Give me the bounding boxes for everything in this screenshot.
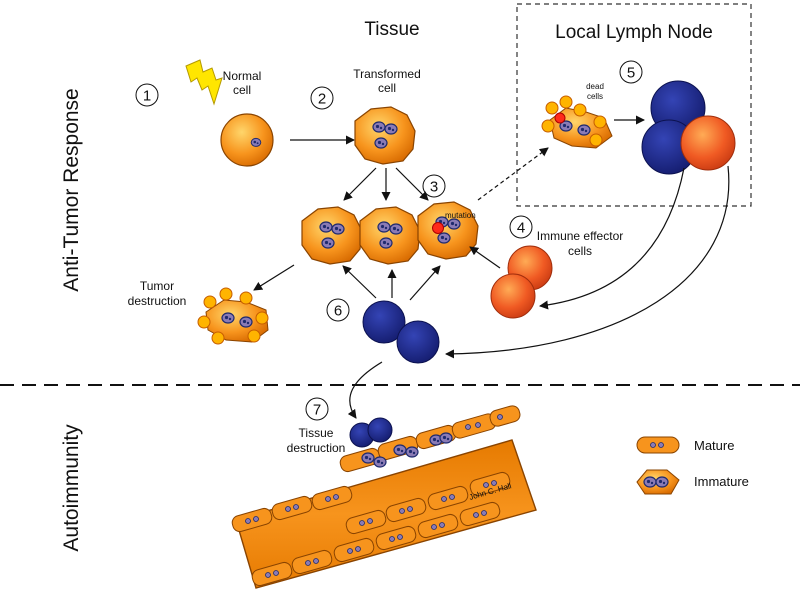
tumor-debris [197, 287, 269, 345]
tissue-vessel [231, 405, 537, 589]
legend-mature-swatch [636, 436, 680, 454]
side-label-anti-tumor: Anti-Tumor Response [60, 88, 83, 291]
arrow-to-cell-right [395, 167, 429, 201]
arrow-t-cells-to-right [409, 265, 441, 301]
side-label-autoimmunity: Autoimmunity [60, 424, 83, 552]
svg-text:2: 2 [318, 91, 326, 108]
arrow-effector-to-tumor [469, 246, 501, 269]
step-4: 4 [509, 215, 533, 239]
svg-text:3: 3 [430, 179, 438, 196]
mutation-label: mutation [445, 211, 476, 220]
lightning-bolt-icon [185, 59, 223, 106]
svg-text:7: 7 [313, 402, 321, 419]
arrow-t-cells-to-left [342, 265, 377, 299]
legend-mature-label: Mature [694, 438, 734, 453]
dead-cells [541, 95, 613, 149]
step-6: 6 [326, 298, 350, 322]
cytotoxic-t-cells [362, 300, 440, 364]
svg-text:1: 1 [143, 88, 151, 105]
step-1: 1 [135, 83, 159, 107]
lymph-node-cells [641, 80, 736, 175]
attacking-t-cells [349, 417, 393, 448]
legend-immature-label: Immature [694, 474, 749, 489]
tumor-cell-mutated [418, 202, 478, 259]
step-7: 7 [305, 397, 329, 421]
tissue-title: Tissue [364, 19, 419, 40]
step-3: 3 [422, 174, 446, 198]
arrow-to-tumor-destruction [253, 264, 295, 291]
svg-text:6: 6 [334, 303, 342, 320]
arrow-lymph-to-effector [539, 167, 685, 310]
immune-effector-cells [490, 245, 553, 319]
lymph-node-title: Local Lymph Node [555, 22, 713, 43]
legend-immature-swatch [636, 469, 680, 495]
svg-text:5: 5 [627, 65, 635, 82]
arrow-to-cell-left [343, 167, 377, 201]
svg-text:4: 4 [517, 220, 525, 237]
lymph-node-box [516, 3, 752, 207]
arrow-to-lymph-node [477, 147, 549, 201]
tumor-cell-left [302, 207, 362, 264]
arrow-lymph-to-t-cells [445, 165, 730, 359]
normal-cell [220, 113, 274, 167]
transformed-cell [355, 107, 415, 164]
step-5: 5 [619, 60, 643, 84]
tumor-cell-middle [360, 207, 420, 264]
step-2: 2 [310, 86, 334, 110]
arrow-to-tissue-destruction [347, 361, 383, 419]
legend: Mature Immature [636, 436, 749, 495]
